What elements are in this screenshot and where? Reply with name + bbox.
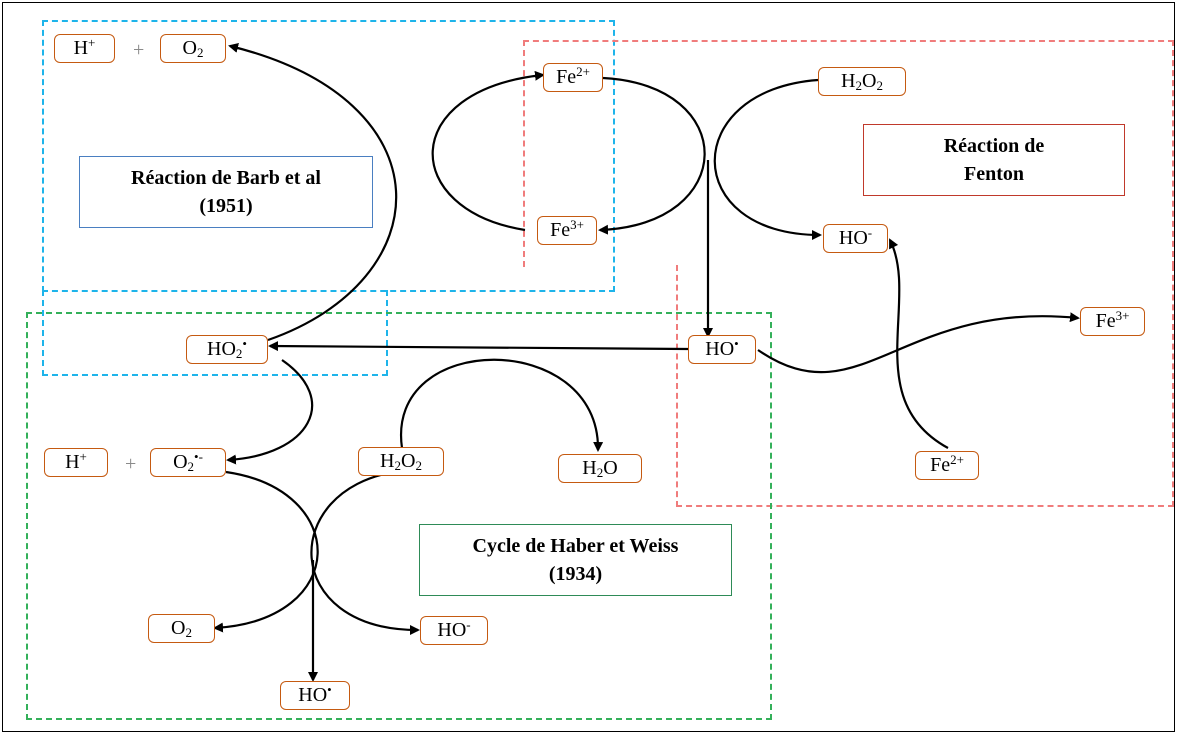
species-fe3-top: Fe3+ — [537, 216, 597, 245]
fenton-region-lower — [676, 265, 1174, 507]
species-base: HO — [207, 338, 236, 360]
species-base: H — [582, 457, 597, 479]
species-charge: - — [867, 225, 873, 240]
species-base: H — [73, 37, 89, 59]
species-h2o2-top: H2O2 — [818, 67, 906, 96]
species-ho-minus-top: HO- — [823, 224, 888, 253]
species-base: O — [182, 37, 197, 59]
plus-sign-top: + — [133, 39, 145, 61]
arrow-fe2-to-fe3 — [598, 76, 706, 235]
species-h-plus-bottom: H+ — [44, 448, 108, 477]
species-sub: 2 — [596, 465, 604, 480]
species-sub: 2 — [855, 78, 863, 93]
species-charge: • — [242, 336, 247, 351]
arrow-ho2-to-superoxide — [226, 359, 314, 465]
species-sub: 2 — [187, 459, 195, 474]
arrow-fe2-to-hominus — [889, 238, 949, 449]
species-h-plus-top: H+ — [54, 34, 115, 63]
species-charge: 3+ — [1115, 308, 1130, 323]
species-h2o: H2O — [558, 454, 642, 483]
haber-weiss-label: Cycle de Haber et Weiss (1934) — [419, 524, 732, 596]
species-h2o2-bottom: H2O2 — [358, 447, 444, 476]
species-base: Fe — [930, 454, 951, 476]
species-ho-radical-mid: HO• — [688, 335, 756, 364]
species-base: HO — [298, 684, 328, 706]
species-o2-top: O2 — [160, 34, 226, 63]
species-base: HO — [437, 619, 467, 641]
species-sub: 2 — [185, 625, 192, 640]
arrow-h2o2-to-hominus-bottom — [310, 470, 420, 635]
species-base: HO — [838, 227, 868, 249]
arrow-h2o2-to-h2o — [399, 358, 604, 452]
species-fe2-right: Fe2+ — [915, 451, 979, 480]
species-base: Fe — [550, 219, 571, 241]
fenton-label: Réaction de Fenton — [863, 124, 1125, 196]
species-charge: 2+ — [950, 452, 964, 467]
arrow-h2o2-to-hominus — [713, 78, 822, 240]
species-fe2-top: Fe2+ — [543, 63, 603, 92]
fenton-label-text: Réaction de Fenton — [943, 135, 1045, 185]
species-base: Fe — [556, 66, 577, 88]
arrow-fe3-to-fe2 — [431, 70, 545, 232]
species-fe3-right: Fe3+ — [1080, 307, 1145, 336]
species-charge: • — [734, 336, 739, 351]
species-charge: + — [79, 449, 87, 464]
arrow-ho2-to-o2 — [228, 43, 398, 342]
species-charge: • — [327, 682, 332, 697]
species-sub: 2 — [235, 346, 243, 361]
species-sub2: 2 — [876, 78, 883, 93]
haber-weiss-region — [26, 312, 772, 720]
species-charge: 3+ — [570, 217, 584, 232]
species-o2-bottom: O2 — [148, 614, 215, 643]
species-base: H — [380, 450, 395, 472]
species-base: Fe — [1095, 310, 1116, 332]
species-o2-superoxide: O2•- — [150, 448, 226, 477]
species-charge: •- — [194, 449, 203, 464]
species-ho-minus-bottom: HO- — [420, 616, 488, 645]
species-ho2-radical: HO2• — [186, 335, 268, 364]
species-sub: 2 — [196, 45, 204, 60]
arrow-horadical-to-fe3 — [757, 312, 1080, 374]
species-ho-radical-bottom: HO• — [280, 681, 350, 710]
barb-region — [42, 20, 615, 292]
species-base: O — [173, 451, 188, 473]
species-base: HO — [705, 338, 735, 360]
species-sub2: 2 — [415, 458, 422, 473]
plus-sign-bottom: + — [125, 453, 137, 475]
species-base: O — [171, 617, 186, 639]
species-base: H — [841, 70, 856, 92]
barb-label-text: Réaction de Barb et al (1951) — [131, 167, 321, 217]
barb-region-lower — [42, 290, 388, 376]
species-charge: 2+ — [576, 64, 590, 79]
arrow-horadical-to-ho2 — [268, 341, 689, 352]
species-base: H — [65, 451, 80, 473]
arrow-superoxide-to-o2 — [213, 470, 319, 633]
species-base2: O — [401, 450, 416, 472]
species-base2: O — [862, 70, 877, 92]
species-base2: O — [603, 457, 618, 479]
species-sub: 2 — [394, 458, 402, 473]
fenton-region — [523, 40, 1174, 267]
species-charge: + — [88, 35, 96, 50]
barb-label: Réaction de Barb et al (1951) — [79, 156, 373, 228]
species-charge: - — [466, 617, 471, 632]
haber-weiss-label-text: Cycle de Haber et Weiss (1934) — [472, 535, 679, 585]
